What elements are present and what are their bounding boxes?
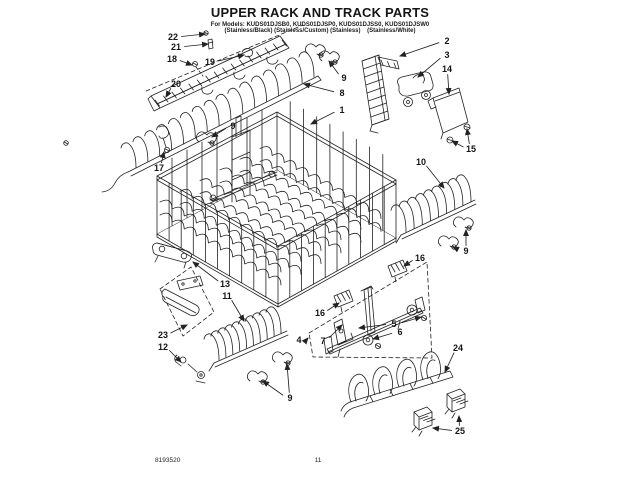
rack-track-drawing [361,54,400,134]
mount-clip-drawing [387,259,408,283]
adjuster-drawing [174,354,206,384]
callout-leader-15 [464,128,471,145]
part-callout-13: 13 [220,279,230,289]
track-assembly-box [308,261,433,359]
bracket-plate-drawing [427,87,469,140]
part-callout-24: 24 [453,343,463,353]
callout-leader-19 [217,53,245,62]
cup-shelf-drawing [340,351,454,418]
mount-clip-drawing [333,289,354,313]
part-callout-8: 8 [339,88,344,98]
part-callout-14: 14 [442,64,452,74]
callout-leader-14 [445,74,452,95]
part-callout-20: 20 [171,79,181,89]
callout-leader-10 [426,165,445,189]
callout-leader-7 [329,324,343,338]
front-tine-row-drawing [203,306,289,372]
part-callout-23: 23 [158,330,168,340]
callout-leader-5 [358,324,387,331]
mount-bracket-drawing [333,318,354,346]
part-callout-15: 15 [466,144,476,154]
upper-track-rail-drawing [145,24,304,112]
callout-leader-24 [444,352,455,373]
adjuster-latch-drawing [152,242,192,269]
callout-leader-9 [262,380,284,396]
part-callout-16: 16 [415,253,425,263]
callout-leader-20 [165,87,172,98]
part-callout-2: 2 [444,36,449,46]
part-callout-21: 21 [171,42,181,52]
part-callout-18: 18 [167,54,177,64]
callout-leader-16 [403,260,413,267]
callout-leader-3 [417,57,441,78]
callout-leader-9 [452,246,460,253]
page-header: UPPER RACK AND TRACK PARTS For Models: K… [0,6,640,34]
callout-leader-2 [399,42,440,57]
part-callout-10: 10 [416,157,426,167]
shelf-clips-drawing [411,388,469,437]
page-number: 11 [314,457,322,464]
doc-number: 8193520 [155,457,181,464]
callout-leader-17 [159,151,166,164]
callout-leader-23 [170,324,188,334]
callout-leader-12 [169,350,182,363]
callout-leader-6 [372,332,393,341]
part-callout-6: 6 [397,327,402,337]
callout-leader-13 [192,261,219,282]
callout-leader-8 [303,82,335,93]
main-rack-drawing [156,101,397,308]
callout-leader-22 [181,31,206,38]
back-tine-row-drawing [63,51,322,193]
handle-assembly-drawing [159,266,215,337]
finishes-line: (Stainless/Black) (Stainless/Custom) (St… [224,27,416,34]
side-tine-row-drawing [390,174,477,244]
side-clips-drawing [437,216,474,250]
part-callout-22: 22 [168,32,178,42]
callout-leader-9 [284,363,291,393]
callout-leader-16 [327,302,340,311]
part-callout-16: 16 [315,308,325,318]
part-callout-19: 19 [205,57,215,67]
part-callout-11: 11 [222,291,232,301]
part-callout-25: 25 [455,426,465,436]
callout-leader-11 [231,300,245,322]
plate-screws-drawing [446,123,471,144]
part-callout-17: 17 [154,163,164,173]
callout-leader-25 [432,425,453,432]
callout-leader-9 [211,128,226,138]
callout-leader-18 [179,60,193,66]
part-callout-5: 5 [391,319,396,329]
page-title: UPPER RACK AND TRACK PARTS [210,5,430,20]
models-line: For Models: KUDS01DJSB0, KUDS01DJSP0, KU… [210,21,430,28]
diagram-artwork [63,24,477,437]
part-callout-1: 1 [339,105,344,115]
callout-leader-1 [310,111,335,125]
callout-leader-21 [184,41,209,48]
callout-leader-9 [328,60,339,75]
callout-leader-4 [301,337,309,345]
part-callout-9: 9 [463,246,468,256]
mounting-screws-drawing [192,30,214,77]
track-rail-drawing [323,285,426,358]
part-callout-3: 3 [444,50,449,60]
rack-stop-drawing [158,125,171,153]
part-callout-12: 12 [158,342,168,352]
part-callout-9: 9 [230,121,235,131]
part-callout-7: 7 [320,336,325,346]
callout-leader-5 [401,315,422,324]
part-callout-4: 4 [296,335,301,345]
callout-leader-15 [451,140,464,148]
part-callout-9: 9 [341,73,346,83]
part-callout-9: 9 [287,393,292,403]
